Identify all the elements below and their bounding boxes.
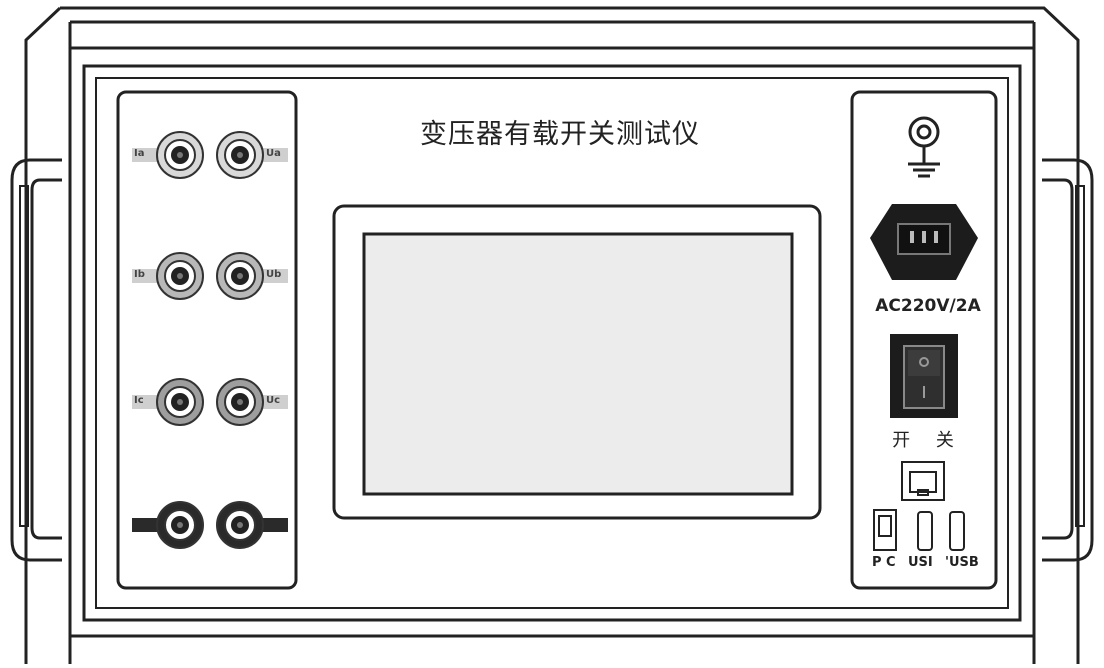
power-switch[interactable] bbox=[890, 334, 958, 418]
iec-power-socket-icon[interactable] bbox=[870, 204, 978, 280]
left-handle[interactable] bbox=[10, 158, 62, 562]
terminal-label: Uc bbox=[266, 395, 281, 406]
display-screen[interactable] bbox=[362, 232, 794, 496]
ground-terminal-icon[interactable] bbox=[908, 116, 940, 178]
terminal-label: Ib bbox=[134, 269, 145, 280]
panel-title: 变压器有载开关测试仪 bbox=[420, 119, 700, 150]
terminal-jack[interactable] bbox=[132, 378, 204, 426]
terminal-jack[interactable] bbox=[216, 501, 288, 549]
terminal-label: Ia bbox=[134, 148, 145, 159]
power-rating-label: AC220V/2A bbox=[875, 296, 981, 316]
terminal-panel bbox=[116, 90, 298, 590]
switch-label: 开 关 bbox=[892, 430, 964, 451]
case-outline bbox=[24, 6, 1080, 664]
port-label-pc: P C bbox=[872, 555, 896, 570]
ethernet-port-icon[interactable] bbox=[901, 461, 945, 501]
port-label-usb-2: 'USB bbox=[945, 555, 979, 570]
terminal-jack[interactable] bbox=[132, 252, 204, 300]
terminal-label: Ub bbox=[266, 269, 282, 280]
usb-b-port-icon[interactable] bbox=[873, 509, 897, 551]
usb-a-port-icon[interactable] bbox=[917, 511, 933, 551]
terminal-jack[interactable] bbox=[132, 501, 204, 549]
terminal-label: Ua bbox=[266, 148, 281, 159]
terminal-jacks bbox=[132, 131, 288, 549]
right-handle[interactable] bbox=[1042, 158, 1094, 562]
terminal-label: Ic bbox=[134, 395, 144, 406]
terminal-jack[interactable] bbox=[216, 252, 288, 300]
terminal-jack[interactable] bbox=[132, 131, 204, 179]
terminal-jack[interactable] bbox=[216, 131, 288, 179]
port-label-usb-1: USI bbox=[908, 555, 933, 570]
usb-a-port-icon[interactable] bbox=[949, 511, 965, 551]
terminal-jack[interactable] bbox=[216, 378, 288, 426]
